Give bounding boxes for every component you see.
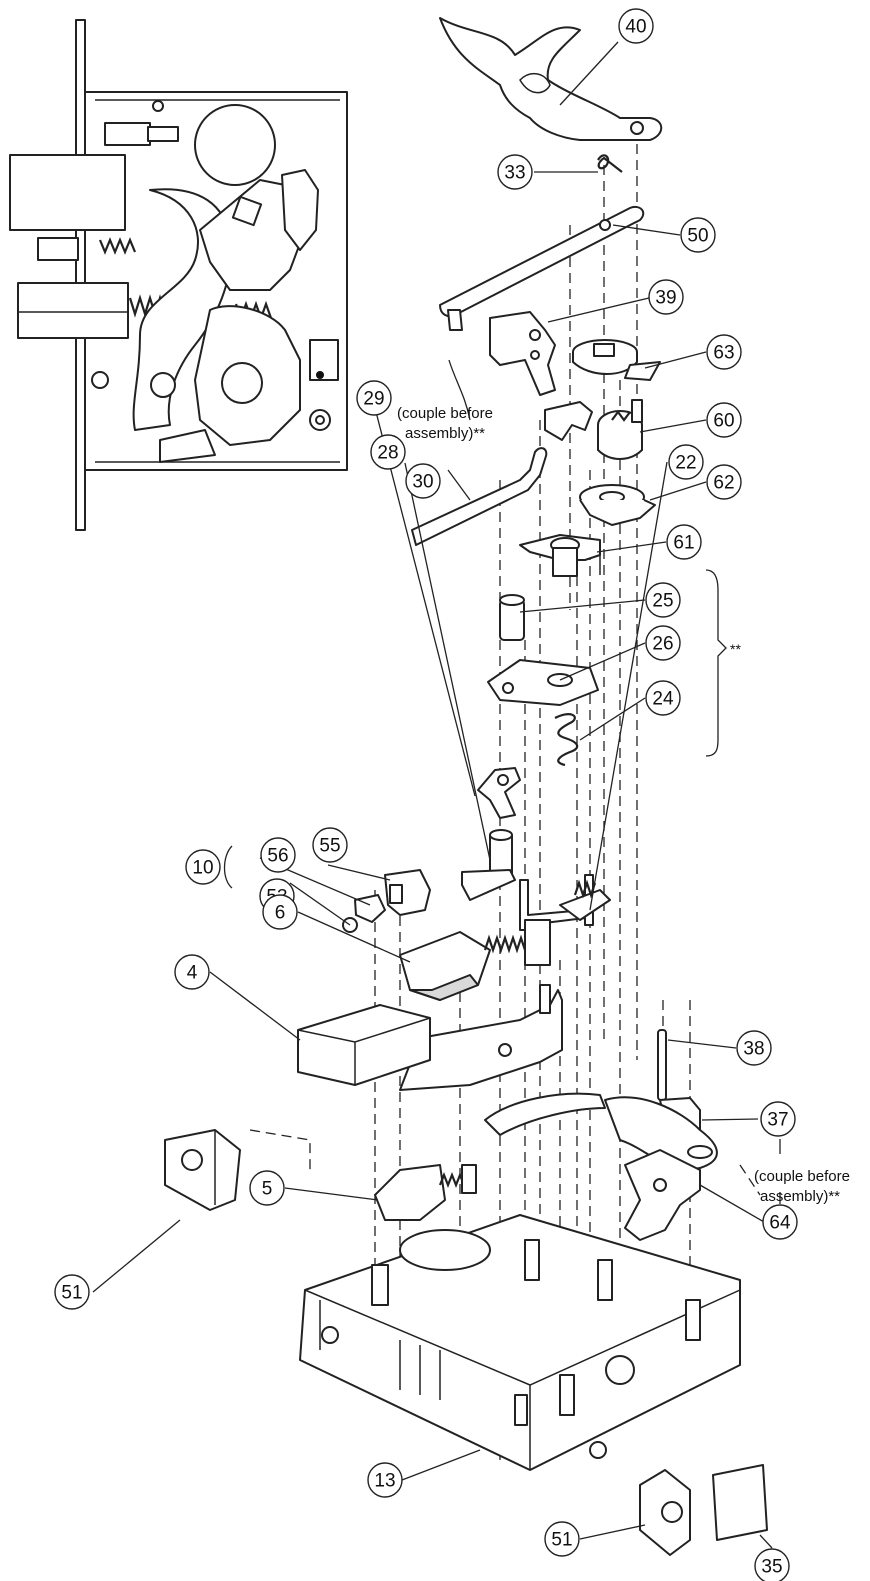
callout-label: 55 [319, 836, 340, 857]
callout-circle [405, 463, 441, 499]
part-40-shape [439, 17, 663, 141]
callout-label: 10 [192, 858, 213, 879]
callout-label: 50 [687, 226, 708, 247]
callout-label: 40 [625, 17, 646, 38]
callout-10: 10 [185, 849, 221, 885]
callout-circle [666, 524, 702, 560]
callout-circle [706, 402, 742, 438]
callout-28: 28 [370, 434, 406, 470]
callout-circle [356, 380, 392, 416]
callout-circle [645, 582, 681, 618]
callout-label: 56 [267, 846, 288, 867]
callout-circle [544, 1521, 580, 1557]
callout-label: 13 [374, 1471, 395, 1492]
note-couple-upper-line1: (couple before [397, 405, 493, 422]
callout-circle [185, 849, 221, 885]
callout-label: 51 [61, 1283, 82, 1304]
callout-circle [706, 334, 742, 370]
callout-circle [754, 1548, 790, 1581]
callout-label: 25 [652, 591, 673, 612]
callout-50: 50 [680, 217, 716, 253]
callout-label: 61 [673, 533, 694, 554]
callout-13: 13 [367, 1462, 403, 1498]
callout-22: 22 [668, 444, 704, 480]
callout-circle [760, 1101, 796, 1137]
leader-lines [92, 41, 781, 1549]
callout-label: 6 [275, 903, 286, 924]
callout-62: 62 [706, 464, 742, 500]
callout-label: 39 [655, 288, 676, 309]
callout-circle [706, 464, 742, 500]
callout-label: 64 [769, 1213, 791, 1234]
assembled-lock-view [9, 19, 348, 531]
callout-6: 6 [262, 894, 298, 930]
callout-40: 40 [618, 8, 654, 44]
callout-label: 51 [551, 1530, 572, 1551]
note-couple-lower-line2: assembly)** [760, 1188, 840, 1205]
callout-64: 64 [762, 1204, 798, 1240]
callout-label: 24 [652, 689, 674, 710]
callout-circle [367, 1462, 403, 1498]
callout-circle [645, 680, 681, 716]
callout-label: 28 [377, 443, 398, 464]
callout-51a: 51 [54, 1274, 90, 1310]
note-couple-upper-line2: assembly)** [405, 425, 485, 442]
callout-label: 62 [713, 473, 734, 494]
callout-label: 4 [187, 963, 198, 984]
callout-55: 55 [312, 827, 348, 863]
callout-label: 22 [675, 453, 696, 474]
callout-circle [618, 8, 654, 44]
callout-circle [249, 1170, 285, 1206]
callout-circle [262, 894, 298, 930]
callout-circle [260, 837, 296, 873]
bracket-mark: ** [730, 641, 741, 657]
callout-circle [645, 625, 681, 661]
callout-26: 26 [645, 625, 681, 661]
callout-35: 35 [754, 1548, 790, 1581]
callout-circle [54, 1274, 90, 1310]
callout-60: 60 [706, 402, 742, 438]
callout-label: 30 [412, 472, 433, 493]
callout-circle [762, 1204, 798, 1240]
callout-5: 5 [249, 1170, 285, 1206]
callout-56: 56 [260, 837, 296, 873]
callout-25: 25 [645, 582, 681, 618]
callout-63: 63 [706, 334, 742, 370]
note-couple-lower-line1: (couple before [754, 1168, 850, 1185]
callout-circle [370, 434, 406, 470]
callout-label: 37 [767, 1110, 788, 1131]
callout-circle [680, 217, 716, 253]
callout-label: 29 [363, 389, 384, 410]
callout-label: 63 [713, 343, 734, 364]
callout-label: 60 [713, 411, 734, 432]
callout-circle [668, 444, 704, 480]
callout-33: 33 [497, 154, 533, 190]
callout-29: 29 [356, 380, 392, 416]
callout-label: 5 [262, 1179, 273, 1200]
callout-label: 33 [504, 163, 525, 184]
callout-51b: 51 [544, 1521, 580, 1557]
callout-label: 26 [652, 634, 673, 655]
callout-30: 30 [405, 463, 441, 499]
callout-circle [497, 154, 533, 190]
callout-circle [174, 954, 210, 990]
callout-label: 38 [743, 1039, 764, 1060]
callout-circle [648, 279, 684, 315]
callout-group: 4033503963603062612526242928225556105364… [54, 8, 798, 1581]
callout-label: 35 [761, 1557, 782, 1578]
callout-37: 37 [760, 1101, 796, 1137]
callout-circle [736, 1030, 772, 1066]
callout-circle [312, 827, 348, 863]
callout-61: 61 [666, 524, 702, 560]
callout-38: 38 [736, 1030, 772, 1066]
callout-24: 24 [645, 680, 681, 716]
callout-4: 4 [174, 954, 210, 990]
callout-39: 39 [648, 279, 684, 315]
